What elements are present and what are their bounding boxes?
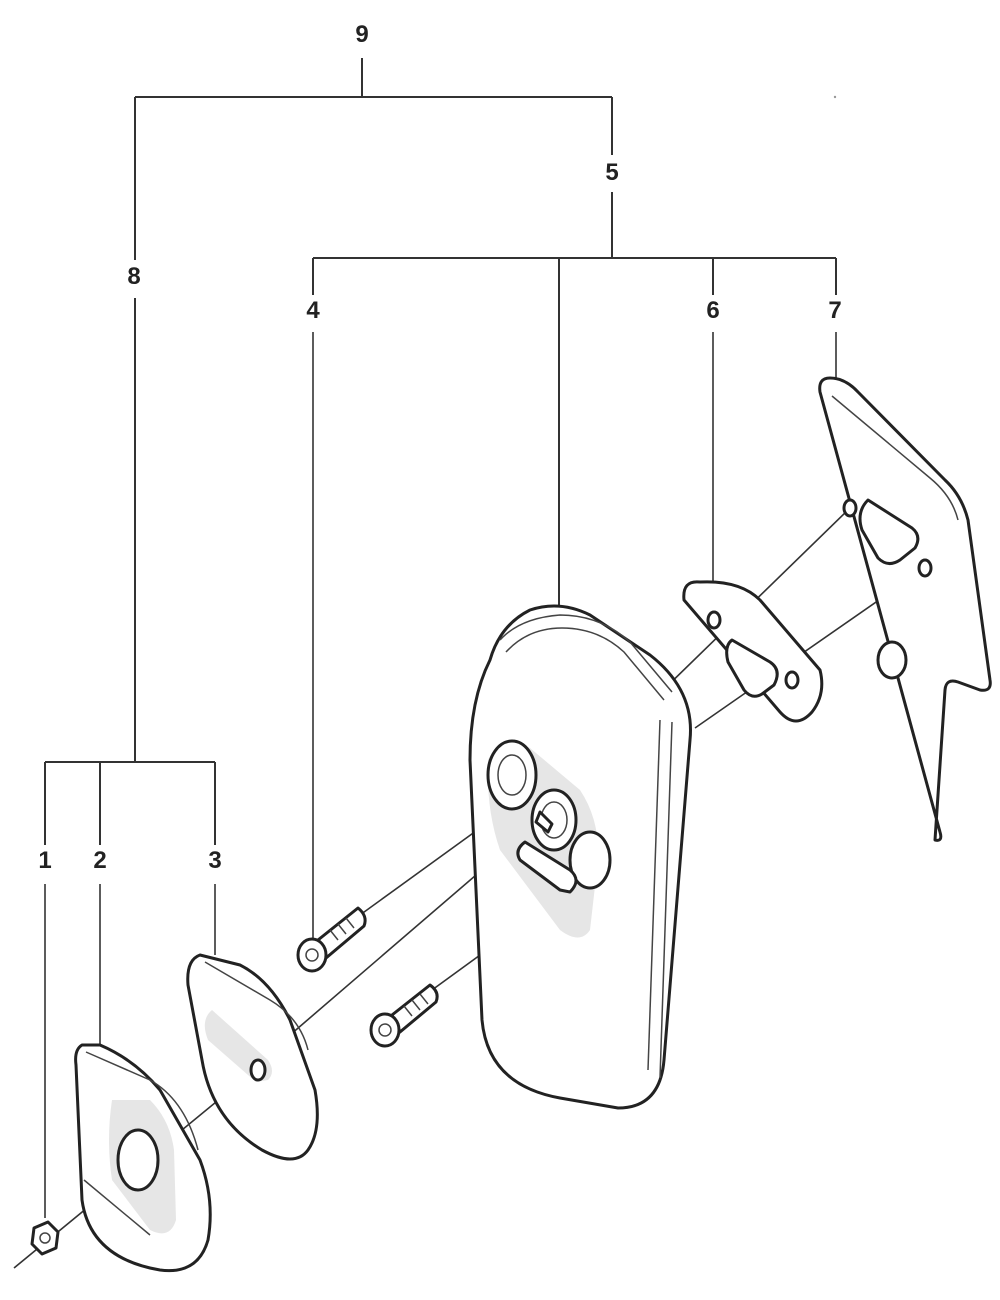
part-bolt-lower <box>369 983 439 1048</box>
callout-3: 3 <box>208 847 221 874</box>
bracket-9 <box>134 58 613 260</box>
part-deflector-plate <box>186 953 319 1161</box>
part-muffler-body <box>468 604 692 1110</box>
bracket-5 <box>312 192 837 610</box>
callout-2: 2 <box>93 847 106 874</box>
callout-6: 6 <box>706 297 719 324</box>
part-outer-cover <box>74 1043 212 1273</box>
callout-4: 4 <box>306 297 320 324</box>
part-nut <box>30 1220 60 1256</box>
part-heat-shield <box>818 376 992 842</box>
callout-1: 1 <box>38 847 51 874</box>
callout-5: 5 <box>605 159 618 186</box>
callout-9: 9 <box>355 21 368 48</box>
callout-7: 7 <box>828 297 841 324</box>
part-gasket <box>682 580 824 723</box>
callout-8: 8 <box>127 263 140 290</box>
part-bolt-upper <box>296 906 367 973</box>
bracket-8 <box>44 298 216 845</box>
stray-mark <box>833 95 837 99</box>
